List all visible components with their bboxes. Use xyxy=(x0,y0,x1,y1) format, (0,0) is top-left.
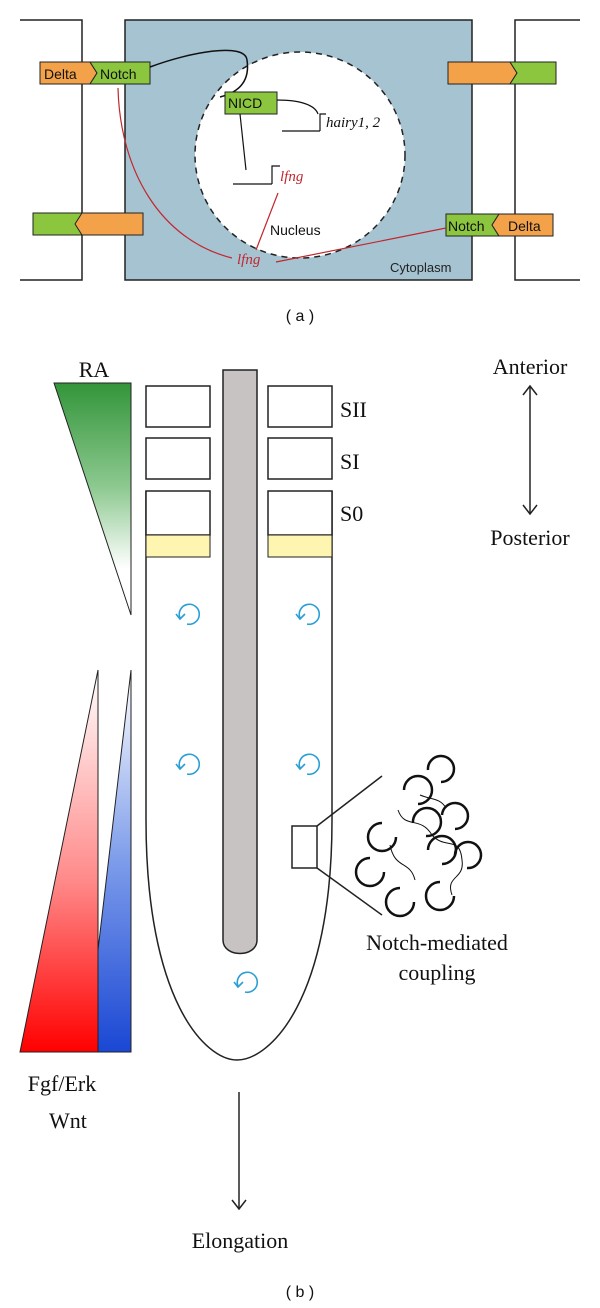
oscillation-icon xyxy=(175,753,201,776)
somite-s0-right xyxy=(267,490,333,536)
somite-label-sii: SII xyxy=(340,397,367,422)
coupling-contacts xyxy=(389,794,463,896)
lfng-transcript-line xyxy=(255,192,279,251)
lfng-protein-label: lfng xyxy=(237,252,261,268)
delta-right-receptor xyxy=(491,213,554,237)
somite-label-si: SI xyxy=(340,449,360,474)
right-cell-outline xyxy=(514,19,580,281)
somite-sii-right xyxy=(267,385,333,428)
notch-left-label: Notch xyxy=(100,66,137,82)
elongation-label: Elongation xyxy=(192,1228,289,1253)
lfng-to-right-notch xyxy=(275,227,447,263)
somite-si-left xyxy=(145,437,211,480)
somite-si-right xyxy=(267,437,333,480)
lfng-gene-label: lfng xyxy=(280,169,304,185)
wnt-gradient xyxy=(97,669,132,1053)
fgf-erk-label: Fgf/Erk xyxy=(28,1071,96,1096)
zoom-line-top xyxy=(316,775,383,827)
lfng-to-left-notch xyxy=(117,87,233,259)
coupling-zoom-box xyxy=(291,825,318,869)
ra-label: RA xyxy=(79,357,110,382)
determination-band-right xyxy=(267,534,333,558)
panel-b-caption: ( b ) xyxy=(286,1284,314,1301)
delta-right-label: Delta xyxy=(508,218,541,234)
anterior-label: Anterior xyxy=(493,354,568,379)
elongation-arrowhead xyxy=(231,1199,247,1211)
nucleus-label: Nucleus xyxy=(270,222,321,238)
notochord xyxy=(222,369,258,955)
ap-arrowhead-down xyxy=(522,504,538,516)
coupled-cells-cluster xyxy=(354,754,483,918)
panel-a: Delta Notch Notch Delta NICD hairy1, 2 l… xyxy=(20,19,580,325)
oscillation-icon xyxy=(175,603,201,626)
coupling-label-line2: coupling xyxy=(399,960,476,985)
oscillation-icon xyxy=(295,603,321,626)
notch-right-label: Notch xyxy=(448,218,485,234)
hairy-label: hairy1, 2 xyxy=(326,115,381,131)
wnt-label: Wnt xyxy=(49,1108,87,1133)
zoom-line-bottom xyxy=(316,867,383,916)
oscillation-icon xyxy=(233,971,259,994)
nicd-release-line xyxy=(149,49,249,98)
oscillation-icon xyxy=(295,753,321,776)
delta-right-top xyxy=(447,61,518,85)
delta-left-bottom xyxy=(74,212,144,236)
somite-sii-left xyxy=(145,385,211,428)
determination-band-left xyxy=(145,534,211,558)
somite-s0-left xyxy=(145,490,211,536)
nicd-box xyxy=(224,91,278,115)
nicd-to-hairy-line xyxy=(276,99,319,115)
panel-a-caption: ( a ) xyxy=(286,308,314,325)
coupling-label-line1: Notch-mediated xyxy=(366,930,508,955)
somite-label-s0: S0 xyxy=(340,501,363,526)
hairy-gene xyxy=(282,113,326,132)
left-cell-outline xyxy=(20,19,83,281)
notch-right-top xyxy=(509,61,557,85)
notch-left-receptor xyxy=(89,61,151,85)
delta-left-label: Delta xyxy=(44,66,77,82)
fgf-erk-gradient xyxy=(19,669,99,1053)
nicd-label: NICD xyxy=(228,95,262,111)
cytoplasm-label: Cytoplasm xyxy=(390,260,451,275)
lfng-gene xyxy=(233,165,280,185)
panel-b: RA Fgf/Erk Wnt SII SI S0 Anterior Poste xyxy=(19,354,570,1301)
nicd-to-lfng-line xyxy=(239,113,247,171)
posterior-label: Posterior xyxy=(490,525,570,550)
ap-arrowhead-up xyxy=(522,384,538,396)
ra-gradient xyxy=(53,382,132,616)
